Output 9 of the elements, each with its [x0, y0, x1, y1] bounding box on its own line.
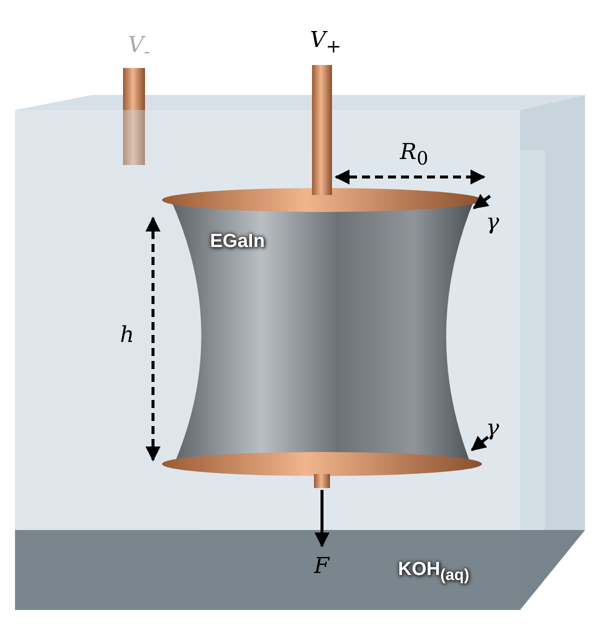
force-label: F [314, 556, 330, 578]
electrolyte-label: KOH$_{(aq)}$ [398, 560, 470, 584]
voltage-label: V$_{-}$ [128, 35, 150, 62]
voltage-label: V$_{+}$ [310, 30, 342, 57]
height-label: h [120, 325, 134, 347]
radius-label: R$_{0}$ [400, 142, 428, 169]
tension-label: γ [486, 418, 500, 440]
tension-label: γ [486, 212, 500, 234]
material-label: EGaIn [210, 232, 265, 251]
